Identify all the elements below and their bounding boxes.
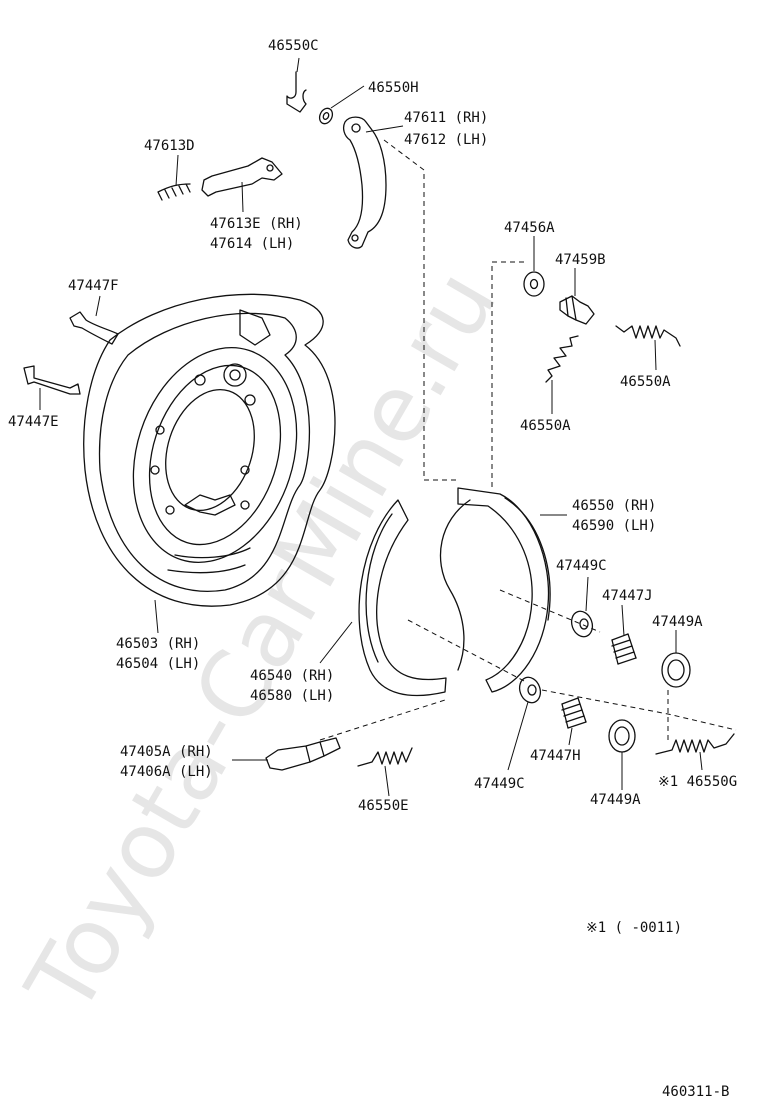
label-46503-rh: 46503 (RH) xyxy=(116,636,200,652)
brake-shoe-46540 xyxy=(358,499,447,697)
label-47614-lh: 47614 (LH) xyxy=(210,236,294,252)
label-47612-lh: 47612 (LH) xyxy=(404,132,488,148)
brake-shoe-46550 xyxy=(439,487,551,693)
figure-id: 460311-B xyxy=(662,1084,729,1100)
spring-47613D xyxy=(157,183,191,201)
label-47405A-rh: 47405A (RH) xyxy=(120,744,213,760)
label-47449C-lower: 47449C xyxy=(474,776,525,792)
label-46550-rh: 46550 (RH) xyxy=(572,498,656,514)
spring-47447H xyxy=(561,697,587,729)
dash-cyl xyxy=(319,699,446,741)
label-46540-rh: 46540 (RH) xyxy=(250,668,334,684)
label-47459B: 47459B xyxy=(555,252,606,268)
label-47611-rh: 47611 (RH) xyxy=(404,110,488,126)
footnote: ※1 ( -0011) xyxy=(586,920,682,936)
label-46550C: 46550C xyxy=(268,38,319,54)
cup-47449A-lower xyxy=(608,719,636,753)
bolt-47459B xyxy=(559,295,595,325)
label-46504-lh: 46504 (LH) xyxy=(116,656,200,672)
leaders xyxy=(39,57,703,797)
washer-46550H xyxy=(318,107,334,125)
retainer-47449C-lower xyxy=(518,676,542,704)
part-labels: 46550C 46550H 47611 (RH) 47612 (LH) 4761… xyxy=(8,38,737,814)
label-47406A-lh: 47406A (LH) xyxy=(120,764,213,780)
spring-46550A-lower xyxy=(545,335,579,383)
strut-47447F xyxy=(69,311,119,345)
spring-46550G xyxy=(655,733,735,755)
label-46580-lh: 46580 (LH) xyxy=(250,688,334,704)
washer-47456A xyxy=(523,271,545,297)
label-46550H: 46550H xyxy=(368,80,419,96)
watermark: Toyota-CarMine.ru xyxy=(6,253,518,1032)
label-47613D: 47613D xyxy=(144,138,195,154)
label-47447F: 47447F xyxy=(68,278,119,294)
backing-plate xyxy=(83,293,336,607)
spring-46550A-upper xyxy=(615,325,681,347)
label-46550A-lower: 46550A xyxy=(520,418,571,434)
dash-lower-pin xyxy=(407,619,527,683)
label-47456A: 47456A xyxy=(504,220,555,236)
dash-lower-g xyxy=(541,689,737,731)
parking-brake-lever-47611 xyxy=(343,116,387,249)
dash-upper-pin xyxy=(499,589,601,633)
label-46550E: 46550E xyxy=(358,798,409,814)
label-47613E-rh: 47613E (RH) xyxy=(210,216,303,232)
dash-washer xyxy=(491,261,524,490)
label-47449C-upper: 47449C xyxy=(556,558,607,574)
label-47447J: 47447J xyxy=(602,588,653,604)
label-46550G: ※1 46550G xyxy=(658,774,737,790)
retainer-47449C-upper xyxy=(570,610,594,638)
pin-47447E xyxy=(23,365,81,395)
wheel-cylinder-47405A xyxy=(265,737,341,771)
spring-46550E xyxy=(357,747,413,767)
label-46550A-upper: 46550A xyxy=(620,374,671,390)
clip-46550C xyxy=(286,71,307,113)
label-47449A-upper: 47449A xyxy=(652,614,703,630)
cup-47449A-upper xyxy=(661,652,691,688)
label-46590-lh: 46590 (LH) xyxy=(572,518,656,534)
label-47447E: 47447E xyxy=(8,414,59,430)
adjuster-47613E xyxy=(201,157,283,197)
label-47447H: 47447H xyxy=(530,748,581,764)
label-47449A-lower: 47449A xyxy=(590,792,641,808)
spring-47447J xyxy=(611,633,637,665)
